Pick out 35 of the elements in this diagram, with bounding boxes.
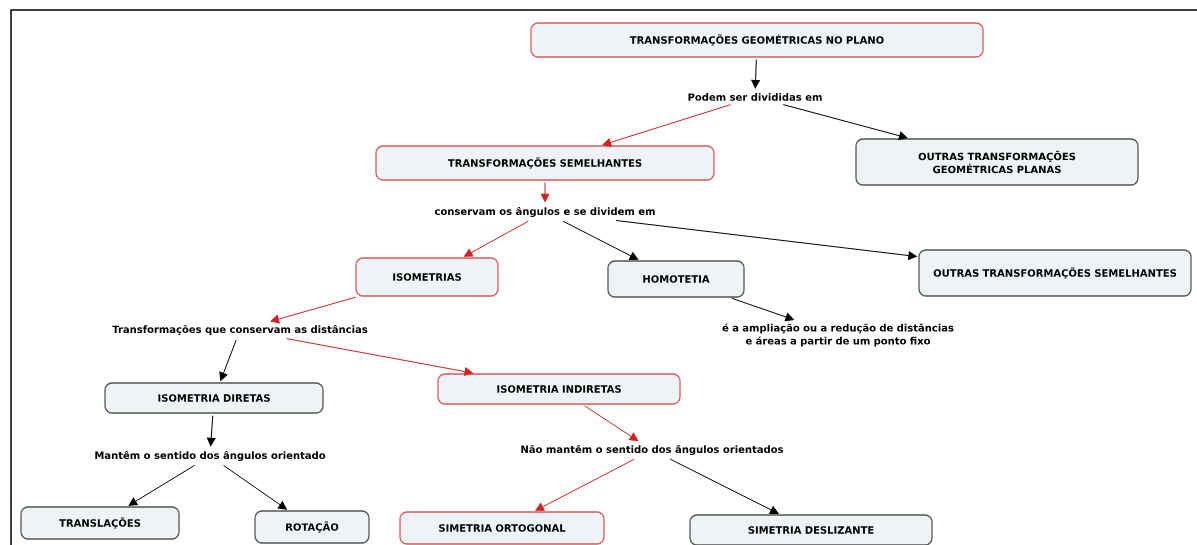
concept-box: ISOMETRIAS	[355, 257, 499, 297]
concept-box: SIMETRIA DESLIZANTE	[689, 514, 933, 545]
linking-phrase: Não mantêm o sentido dos ângulos orientados	[521, 444, 784, 456]
linking-phrase: conservam os ângulos e se dividem em	[434, 206, 655, 218]
arrow	[464, 220, 529, 257]
arrow	[584, 405, 639, 442]
concept-box: TRANSFORMAÇÕES GEOMÉTRICAS NO PLANO	[530, 22, 984, 58]
concept-box: ISOMETRIA DIRETAS	[104, 382, 324, 414]
linking-phrase: Transformações que conservam as distâncias	[112, 324, 368, 336]
concept-box: SIMETRIA ORTOGONAL	[399, 511, 605, 545]
concept-box: ROTAÇÃO	[254, 510, 370, 544]
linking-phrase: Podem ser divididas em	[688, 93, 822, 101]
arrow	[270, 296, 357, 324]
arrow	[219, 339, 237, 381]
concept-box: HOMOTETIA	[607, 260, 745, 298]
arrow	[731, 297, 794, 322]
arrow	[782, 104, 908, 141]
arrow	[669, 458, 779, 514]
arrow	[602, 104, 732, 147]
arrow	[206, 415, 216, 447]
arrow	[286, 338, 473, 376]
linking-phrase: Mantêm o sentido dos ângulos orientado	[95, 450, 326, 462]
arrow	[562, 220, 639, 260]
arrow	[615, 220, 917, 260]
concept-box: OUTRAS TRANSFORMAÇÕES SEMELHANTES	[918, 249, 1192, 297]
concept-box: OUTRAS TRANSFORMAÇÕES GEOMÉTRICAS PLANAS	[855, 138, 1139, 186]
arrow	[223, 464, 287, 510]
concept-box: ISOMETRIA INDIRETAS	[437, 373, 681, 405]
linking-phrase: é a ampliação ou a redução de distâncias e áreas a partir de um ponto fixo	[722, 323, 954, 347]
arrow	[751, 59, 760, 89]
arrow	[540, 182, 550, 203]
concept-box: TRANSLAÇÕES	[20, 506, 180, 540]
concept-box: TRANSFORMAÇÕES SEMELHANTES	[375, 145, 715, 181]
arrow	[128, 464, 196, 506]
arrow	[535, 458, 635, 511]
